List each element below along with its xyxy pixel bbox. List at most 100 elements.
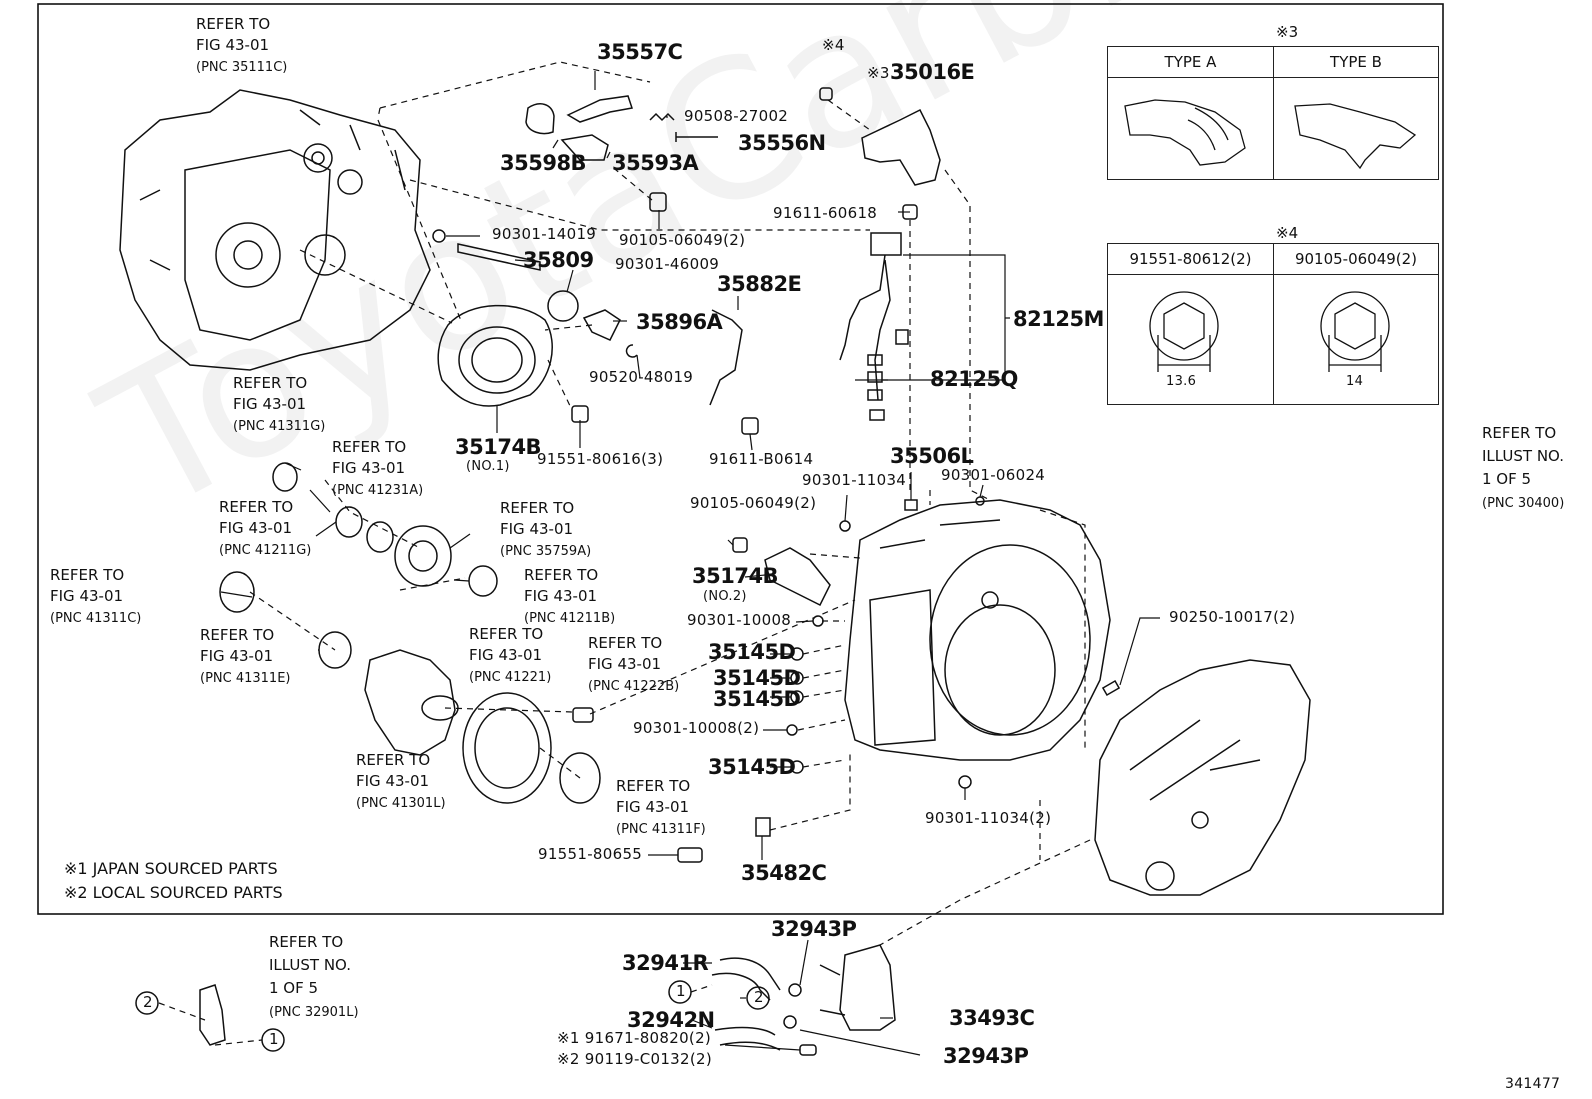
part-35145d-a[interactable]: 35145D bbox=[708, 640, 796, 664]
ref-line: FIG 43-01 bbox=[50, 587, 124, 605]
part-90508-27002[interactable]: 90508-27002 bbox=[684, 107, 789, 125]
circle-marker-2: 2 bbox=[754, 988, 764, 1006]
part-90520-48019[interactable]: 90520-48019 bbox=[589, 368, 694, 386]
part-32941r[interactable]: 32941R bbox=[622, 951, 709, 975]
bolt-a-header: 91551-80612(2) bbox=[1108, 244, 1273, 275]
part-35506l[interactable]: 35506L bbox=[890, 444, 974, 468]
part-35593a[interactable]: 35593A bbox=[612, 151, 699, 175]
ref-line: FIG 43-01 bbox=[219, 519, 293, 537]
lever-drawing bbox=[560, 134, 609, 161]
detent-spring-drawing bbox=[566, 95, 633, 123]
ref-line: REFER TO bbox=[50, 566, 125, 584]
part-32942n[interactable]: 32942N bbox=[627, 1008, 715, 1032]
mark-4: ※4 bbox=[822, 36, 845, 54]
ref-line: FIG 43-01 bbox=[356, 772, 430, 790]
ref-pnc: (PNC 41301L) bbox=[356, 796, 446, 811]
bolt-a-cell: 13.6 bbox=[1108, 274, 1273, 404]
part-90301-06024[interactable]: 90301-06024 bbox=[941, 466, 1046, 484]
part-90301-46009[interactable]: 90301-46009 bbox=[615, 255, 720, 273]
ref-line: ILLUST NO. bbox=[269, 956, 352, 974]
part-90301-11034-2[interactable]: 90301-11034(2) bbox=[925, 809, 1052, 827]
part-35174b-no2[interactable]: 35174B bbox=[692, 564, 779, 588]
part-35556n[interactable]: 35556N bbox=[738, 131, 826, 155]
bracket-drawing bbox=[861, 108, 941, 186]
ref-pnc: (PNC 41211G) bbox=[219, 543, 312, 558]
part-35145d-d[interactable]: 35145D bbox=[708, 755, 796, 779]
ref-pnc: (PNC 41311E) bbox=[200, 671, 291, 686]
ref-line: FIG 43-01 bbox=[500, 520, 574, 538]
ref-line: FIG 43-01 bbox=[616, 798, 690, 816]
part-90105-06049-b[interactable]: 90105-06049(2) bbox=[690, 494, 817, 512]
circle-marker-2: 2 bbox=[143, 993, 153, 1011]
ref-line: REFER TO bbox=[356, 751, 431, 769]
ref-line: FIG 43-01 bbox=[200, 647, 274, 665]
part-91551-80616[interactable]: 91551-80616(3) bbox=[537, 450, 664, 468]
ref-line: REFER TO bbox=[196, 15, 271, 33]
wiring-harness-drawing bbox=[839, 232, 909, 421]
part-32943p-a[interactable]: 32943P bbox=[771, 917, 857, 941]
transaxle-case-drawing bbox=[844, 499, 1111, 761]
part-33493c[interactable]: 33493C bbox=[949, 1006, 1035, 1030]
ref-line: REFER TO bbox=[332, 438, 407, 456]
transaxle-housing-drawing bbox=[119, 89, 431, 371]
sleeve-drawing bbox=[525, 103, 555, 135]
ref-line: REFER TO bbox=[269, 933, 344, 951]
ref-line: REFER TO bbox=[219, 498, 294, 516]
part-91611-b0614[interactable]: 91611-B0614 bbox=[709, 450, 814, 468]
part-90301-11034[interactable]: 90301-11034 bbox=[802, 471, 907, 489]
part-35557c[interactable]: 35557C bbox=[597, 40, 683, 64]
oil-pump-cover-drawing bbox=[437, 304, 553, 407]
refer-41301l: REFER TO FIG 43-01 (PNC 41301L) bbox=[356, 750, 446, 814]
type-b-header: TYPE B bbox=[1273, 47, 1438, 78]
ref-pnc: (PNC 41211B) bbox=[524, 611, 616, 626]
type-a-header: TYPE A bbox=[1108, 47, 1273, 78]
ref-pnc: (PNC 41311F) bbox=[616, 822, 706, 837]
part-35482c[interactable]: 35482C bbox=[741, 861, 827, 885]
ref-line: FIG 43-01 bbox=[469, 646, 543, 664]
bolt-a-dimension: 13.6 bbox=[1166, 374, 1197, 389]
refer-41211b: REFER TO FIG 43-01 (PNC 41211B) bbox=[524, 565, 615, 629]
type-b-cell bbox=[1273, 77, 1438, 179]
ref-line: FIG 43-01 bbox=[524, 587, 598, 605]
part-91611-60618[interactable]: 91611-60618 bbox=[773, 204, 878, 222]
circle-marker-1: 1 bbox=[269, 1030, 279, 1048]
type-table: TYPE A TYPE B bbox=[1107, 46, 1439, 180]
part-35016e[interactable]: 35016E bbox=[890, 60, 975, 84]
part-91671-80820[interactable]: ※1 91671-80820(2) bbox=[557, 1029, 712, 1047]
part-82125q[interactable]: 82125Q bbox=[930, 367, 1018, 391]
ref-line: REFER TO bbox=[524, 566, 599, 584]
circle-marker-1: 1 bbox=[676, 982, 686, 1000]
bolt-b-cell: 14 bbox=[1273, 274, 1438, 404]
ref-line: REFER TO bbox=[588, 634, 663, 652]
part-91551-80655[interactable]: 91551-80655 bbox=[538, 845, 643, 863]
ref-line: REFER TO bbox=[1482, 424, 1557, 442]
ref-pnc: (PNC 41311C) bbox=[50, 611, 142, 626]
ref-line: REFER TO bbox=[616, 777, 691, 795]
part-35174b-no1[interactable]: 35174B bbox=[455, 435, 542, 459]
part-35145d-b[interactable]: 35145D bbox=[713, 666, 801, 690]
part-32943p-b[interactable]: 32943P bbox=[943, 1044, 1029, 1068]
part-90119-c0132[interactable]: ※2 90119-C0132(2) bbox=[557, 1050, 713, 1068]
part-90301-14019[interactable]: 90301-14019 bbox=[492, 225, 597, 243]
bolt-b-dimension: 14 bbox=[1346, 374, 1364, 389]
part-90105-06049-a[interactable]: 90105-06049(2) bbox=[619, 231, 746, 249]
part-90301-10008-2[interactable]: 90301-10008(2) bbox=[633, 719, 760, 737]
part-35174b-no1-sub: (NO.1) bbox=[466, 459, 510, 474]
part-82125m[interactable]: 82125M bbox=[1013, 307, 1104, 331]
ref-pnc: (PNC 41222B) bbox=[588, 679, 680, 694]
ref-line: 1 OF 5 bbox=[269, 979, 319, 997]
part-35896a[interactable]: 35896A bbox=[636, 310, 723, 334]
part-35145d-c[interactable]: 35145D bbox=[713, 687, 801, 711]
part-90250-10017[interactable]: 90250-10017(2) bbox=[1169, 608, 1296, 626]
part-35882e[interactable]: 35882E bbox=[717, 272, 802, 296]
part-35809[interactable]: 35809 bbox=[523, 248, 594, 272]
part-90301-10008[interactable]: 90301-10008 bbox=[687, 611, 792, 629]
ref-pnc: (PNC 41231A) bbox=[332, 483, 424, 498]
part-35598b[interactable]: 35598B bbox=[500, 151, 587, 175]
